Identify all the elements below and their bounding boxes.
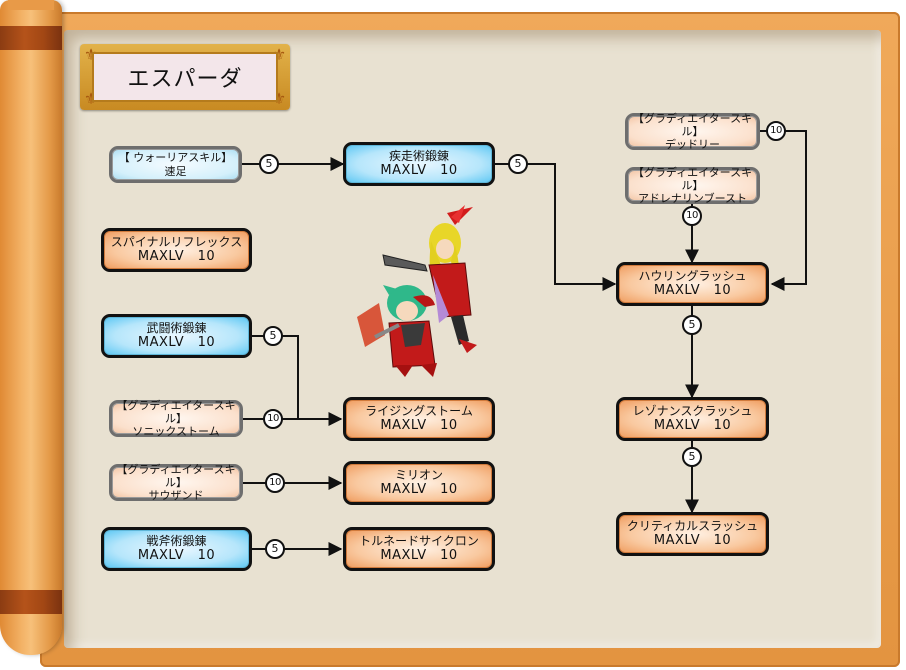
node-max-level: MAXLV 10 — [653, 533, 732, 549]
node-skill-name: ハウリングラッシュ — [638, 269, 747, 283]
node-skill-name: 疾走術鍛錬 — [388, 149, 449, 163]
required-level-badge: 10 — [263, 409, 283, 429]
node-skill-name: スパイナルリフレックス — [110, 235, 243, 249]
node-category: 【グラディエイタースキル】 — [632, 165, 753, 192]
node-max-level: MAXLV 10 — [653, 283, 732, 299]
node-skill-name: ライジングストーム — [365, 404, 473, 418]
roller-band-top — [0, 26, 62, 50]
node-skill-name: 速足 — [164, 164, 187, 178]
prereq-node-deadly[interactable]: 【グラディエイタースキル】 デッドリー — [625, 111, 760, 152]
edge-deadly-to-howling — [760, 130, 807, 291]
scroll-roller — [0, 0, 62, 655]
skill-node-senpu[interactable]: 戦斧術鍛錬 MAXLV 10 — [101, 527, 252, 571]
node-skill-name: 戦斧術鍛錬 — [146, 534, 207, 548]
skill-node-tornado-cyclone[interactable]: トルネードサイクロン MAXLV 10 — [343, 527, 495, 571]
skill-node-howling-rush[interactable]: ハウリングラッシュ MAXLV 10 — [616, 262, 769, 306]
node-skill-name: レゾナンスクラッシュ — [632, 404, 753, 418]
node-max-level: MAXLV 10 — [137, 335, 216, 351]
node-category: 【グラディエイタースキル】 — [632, 111, 753, 138]
skill-node-spinal-reflex[interactable]: スパイナルリフレックス MAXLV 10 — [101, 228, 252, 272]
required-level-badge: 5 — [265, 539, 285, 559]
required-level-badge: 5 — [508, 154, 528, 174]
required-level-badge: 5 — [682, 447, 702, 467]
skill-node-rising-storm[interactable]: ライジングストーム MAXLV 10 — [343, 397, 495, 441]
title-inner: エスパーダ — [92, 52, 278, 102]
skill-node-butou[interactable]: 武闘術鍛錬 MAXLV 10 — [101, 314, 252, 358]
node-max-level: MAXLV 10 — [380, 163, 458, 179]
required-level-badge: 10 — [682, 206, 702, 226]
required-level-badge: 10 — [766, 121, 786, 141]
node-skill-name: トルネードサイクロン — [359, 534, 479, 548]
node-max-level: MAXLV 10 — [380, 548, 458, 564]
roller-cap — [8, 0, 54, 10]
prereq-node-thousand[interactable]: 【グラディエイタースキル】 サウザンド — [109, 462, 243, 503]
required-level-badge: 5 — [682, 315, 702, 335]
page-title: エスパーダ — [127, 67, 243, 92]
node-skill-name: デッドリー — [665, 138, 720, 152]
prereq-node-warrior-swift[interactable]: 【 ウォーリアスキル】 速足 — [109, 146, 242, 183]
skill-node-critical-slash[interactable]: クリティカルスラッシュ MAXLV 10 — [616, 512, 769, 556]
node-category: 【グラディエイタースキル】 — [116, 398, 236, 425]
node-category: 【グラディエイタースキル】 — [116, 462, 236, 489]
character-illustration — [357, 205, 477, 377]
node-skill-name: クリティカルスラッシュ — [626, 519, 759, 533]
node-skill-name: 武闘術鍛錬 — [146, 321, 207, 335]
node-max-level: MAXLV 10 — [653, 418, 732, 434]
node-skill-name: ミリオン — [394, 468, 443, 482]
skill-node-resonance-crash[interactable]: レゾナンスクラッシュ MAXLV 10 — [616, 397, 769, 441]
required-level-badge: 5 — [259, 154, 279, 174]
required-level-badge: 5 — [263, 326, 283, 346]
roller-band-bottom — [0, 590, 62, 614]
node-skill-name: アドレナリンブースト — [637, 192, 748, 206]
node-max-level: MAXLV 10 — [137, 548, 216, 564]
node-max-level: MAXLV 10 — [380, 482, 458, 498]
required-level-badge: 10 — [265, 473, 285, 493]
edge-shissou-to-howling — [495, 163, 617, 291]
node-category: 【 ウォーリアスキル】 — [118, 151, 233, 165]
skill-node-shissou[interactable]: 疾走術鍛錬 MAXLV 10 — [343, 142, 495, 186]
node-max-level: MAXLV 10 — [137, 249, 216, 265]
title-plate: ⚜ ⚜ ⚜ ⚜ エスパーダ — [80, 44, 290, 110]
node-skill-name: サウザンド — [148, 489, 204, 503]
prereq-node-sonic-storm[interactable]: 【グラディエイタースキル】 ソニックストーム — [109, 398, 243, 439]
node-skill-name: ソニックストーム — [132, 425, 220, 439]
edge-butou-to-rising — [252, 335, 299, 419]
prereq-node-adrenaline-boost[interactable]: 【グラディエイタースキル】 アドレナリンブースト — [625, 165, 760, 206]
node-max-level: MAXLV 10 — [380, 418, 458, 434]
skill-node-million[interactable]: ミリオン MAXLV 10 — [343, 461, 495, 505]
